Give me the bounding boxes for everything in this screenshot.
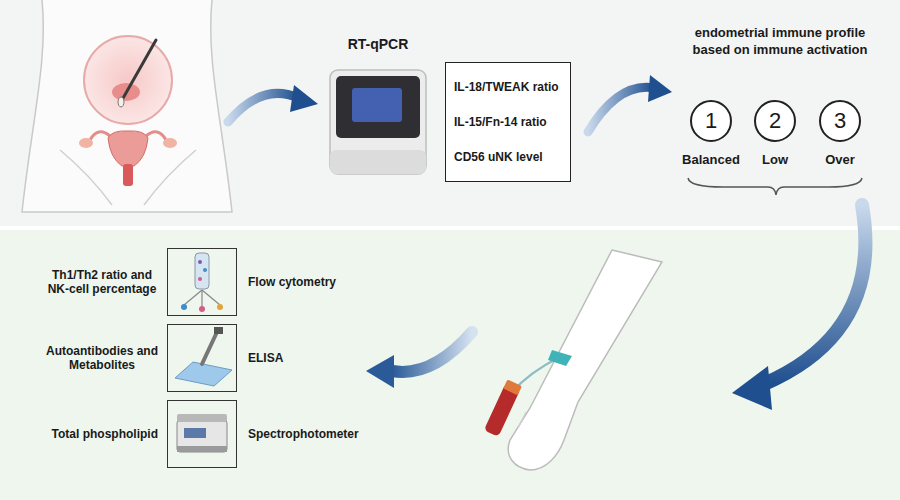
flow-cytometry-icon-part <box>195 253 209 289</box>
pcr-machine <box>330 70 426 174</box>
magnified-view-part <box>118 97 124 107</box>
flow-cytometry-icon-part <box>217 304 223 310</box>
flow-cytometry-icon-part <box>199 306 205 312</box>
analyte-label: Total phospholipid <box>52 427 158 441</box>
flow-arrow-part <box>588 87 654 132</box>
blood-draw-set-part <box>548 350 572 366</box>
magnified-view-part <box>122 40 156 100</box>
pcr-machine-part <box>352 88 402 122</box>
elisa-icon-part <box>214 327 223 334</box>
flow-cytometry-icon-part <box>203 268 207 272</box>
spectrophotometer-icon-part <box>177 446 227 452</box>
uterus-organ-part <box>90 132 110 140</box>
flow-arrow-part <box>366 355 394 388</box>
magnified-view-part <box>84 36 172 124</box>
blood-draw-set-part <box>503 379 522 395</box>
measure-item: IL-18/TWEAK ratio <box>454 80 562 94</box>
body-silhouette-part <box>22 0 232 212</box>
profile-circle: 1Balanced <box>690 100 732 142</box>
patient-arm <box>508 250 662 470</box>
flow-cytometry-icon-part <box>198 277 202 281</box>
pcr-machine-part <box>330 150 426 174</box>
top-panel <box>0 0 900 226</box>
flow-cytometry-icon-part <box>202 290 220 305</box>
body-silhouette-part <box>144 150 196 205</box>
bottom-panel-part <box>0 230 900 500</box>
flow-cytometry-icon-part <box>184 290 202 305</box>
patient-arm-part <box>508 250 662 470</box>
flow-arrow-part <box>228 93 298 122</box>
method-box: Autoantibodies and MetabolitesELISA <box>167 324 237 392</box>
profile-label: Low <box>732 152 818 167</box>
profile-label: Over <box>797 152 883 167</box>
blood-draw-set <box>484 350 572 437</box>
flow-arrow-part <box>648 75 672 102</box>
spectrophotometer-icon <box>177 414 227 452</box>
method-box: Th1/Th2 ratio and NK-cell percentageFlow… <box>167 248 237 316</box>
flow-cytometry-icon-part <box>198 260 202 264</box>
flow-arrow-part <box>392 332 472 372</box>
spectrophotometer-icon-part <box>177 420 227 452</box>
flow-arrow-part <box>290 85 318 112</box>
callout-number: 1 <box>692 102 730 140</box>
instrument-label: RT-qPCR <box>330 36 426 52</box>
instrument-node: RT-qPCR <box>330 36 426 176</box>
uterus-organ-part <box>163 138 177 148</box>
uterus-organ <box>79 131 177 186</box>
flow-arrow-part <box>732 366 772 410</box>
method-label: Flow cytometry <box>248 275 336 289</box>
callout-number: 2 <box>756 102 794 140</box>
profile-circle: 2Low <box>754 100 796 142</box>
flow-arrow <box>732 205 865 410</box>
uterus-organ-part <box>146 132 166 140</box>
group-bracket <box>688 178 862 195</box>
bottom-panel <box>0 230 900 500</box>
method-label: ELISA <box>248 351 283 365</box>
profile-label: Balanced <box>668 152 754 167</box>
group-bracket-part <box>688 178 862 195</box>
flow-arrow <box>366 332 472 388</box>
spectrophotometer-icon-part <box>177 414 227 422</box>
elisa-icon-part <box>175 362 232 386</box>
callout-number: 3 <box>821 102 859 140</box>
section-heading: endometrial immune profile based on immu… <box>690 24 870 58</box>
flow-arrow <box>588 75 672 132</box>
elisa-icon <box>175 327 232 386</box>
analyte-label: Autoantibodies and Metabolites <box>46 344 158 372</box>
spectrophotometer-icon-part <box>184 428 206 438</box>
pcr-machine-part <box>336 76 420 138</box>
flow-arrow <box>228 85 318 122</box>
measure-box: IL-18/TWEAK ratioIL-15/Fn-14 ratioCD56 u… <box>445 62 571 182</box>
body-silhouette <box>22 0 232 212</box>
analyte-label: Th1/Th2 ratio and NK-cell percentage <box>46 268 158 296</box>
method-label: Spectrophotometer <box>248 427 359 441</box>
profile-circle: 3Over <box>819 100 861 142</box>
measure-item: CD56 uNK level <box>454 150 562 164</box>
uterus-organ-part <box>123 164 133 186</box>
measure-item: IL-15/Fn-14 ratio <box>454 115 562 129</box>
flow-arrow-part <box>764 205 865 384</box>
method-box: Total phospholipidSpectrophotometer <box>167 400 237 468</box>
patient-arm-part <box>518 412 526 428</box>
flow-cytometry-icon-part <box>201 290 202 307</box>
magnified-view <box>84 36 172 124</box>
uterus-organ-part <box>79 138 93 148</box>
flow-cytometry-icon-part <box>181 304 187 310</box>
body-silhouette-part <box>60 150 112 205</box>
uterus-organ-part <box>108 131 148 166</box>
pcr-machine-part <box>330 70 426 174</box>
elisa-icon-part <box>202 332 217 364</box>
top-panel-part <box>0 0 900 226</box>
flow-cytometry-icon <box>181 253 223 312</box>
